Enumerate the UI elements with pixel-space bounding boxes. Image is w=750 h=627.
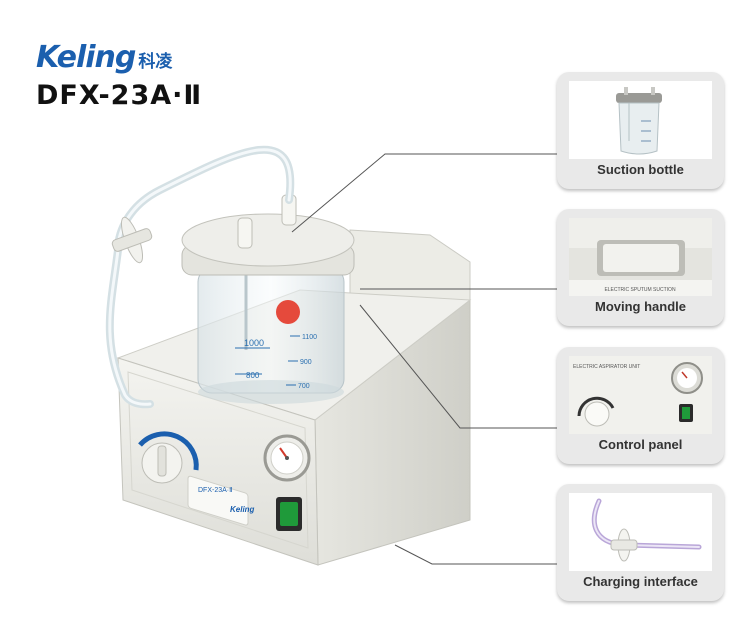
bottle-cap (181, 194, 355, 276)
callout-label-moving-handle: Moving handle (595, 299, 686, 314)
leader-line-charging-interface (394, 544, 557, 565)
scale-label-1100: 1100 (302, 334, 317, 341)
callout-label-suction-bottle: Suction bottle (597, 162, 684, 177)
suction-bottle-photo (569, 81, 712, 159)
control-panel-photo-caption: ELECTRIC ASPIRATOR UNIT (573, 364, 640, 370)
callout-label-control-panel: Control panel (598, 437, 683, 452)
scale-label-1000: 1000 (244, 338, 264, 348)
float-valve (276, 300, 300, 324)
callout-label-charging-interface: Charging interface (583, 574, 698, 589)
callout-control-panel: ELECTRIC ASPIRATOR UNIT Control panel (557, 347, 724, 464)
vacuum-adjust-knob (138, 431, 199, 484)
power-switch (276, 497, 302, 531)
front-brand-mark: Keling (230, 505, 255, 514)
charging-interface-photo (569, 493, 712, 571)
product-illustration: 1100 1000 900 800 700 DFX-23A·Ⅱ (105, 145, 472, 566)
control-panel-photo: ELECTRIC ASPIRATOR UNIT (569, 356, 712, 434)
pressure-gauge (263, 434, 311, 482)
scale-label-900: 900 (300, 359, 312, 366)
suction-bottle: 1100 1000 900 800 700 (181, 194, 355, 404)
brand-name-latin: Keling (36, 40, 136, 75)
brand-logo: Keling 科凌 (36, 40, 172, 75)
device-label-text: DFX-23A·Ⅱ (198, 487, 233, 494)
moving-handle-photo-caption: ELECTRIC SPUTUM SUCTION (604, 287, 676, 293)
scale-label-800: 800 (246, 371, 260, 380)
brand-name-cjk: 科凌 (138, 52, 173, 72)
scale-label-700: 700 (298, 383, 310, 390)
leader-line-suction-bottle (291, 153, 557, 233)
callout-moving-handle: ELECTRIC SPUTUM SUCTION Moving handle (557, 209, 724, 326)
device-label-plate: DFX-23A·Ⅱ (187, 475, 249, 526)
bottle-scale: 1100 1000 900 800 700 (235, 334, 317, 390)
callout-charging-interface: Charging interface (557, 484, 724, 601)
moving-handle-photo: ELECTRIC SPUTUM SUCTION (569, 218, 712, 296)
leader-line-control-panel (359, 304, 557, 429)
model-title: DFX-23A·Ⅱ (36, 80, 203, 111)
callout-suction-bottle: Suction bottle (557, 72, 724, 189)
tube-filter (111, 216, 153, 264)
